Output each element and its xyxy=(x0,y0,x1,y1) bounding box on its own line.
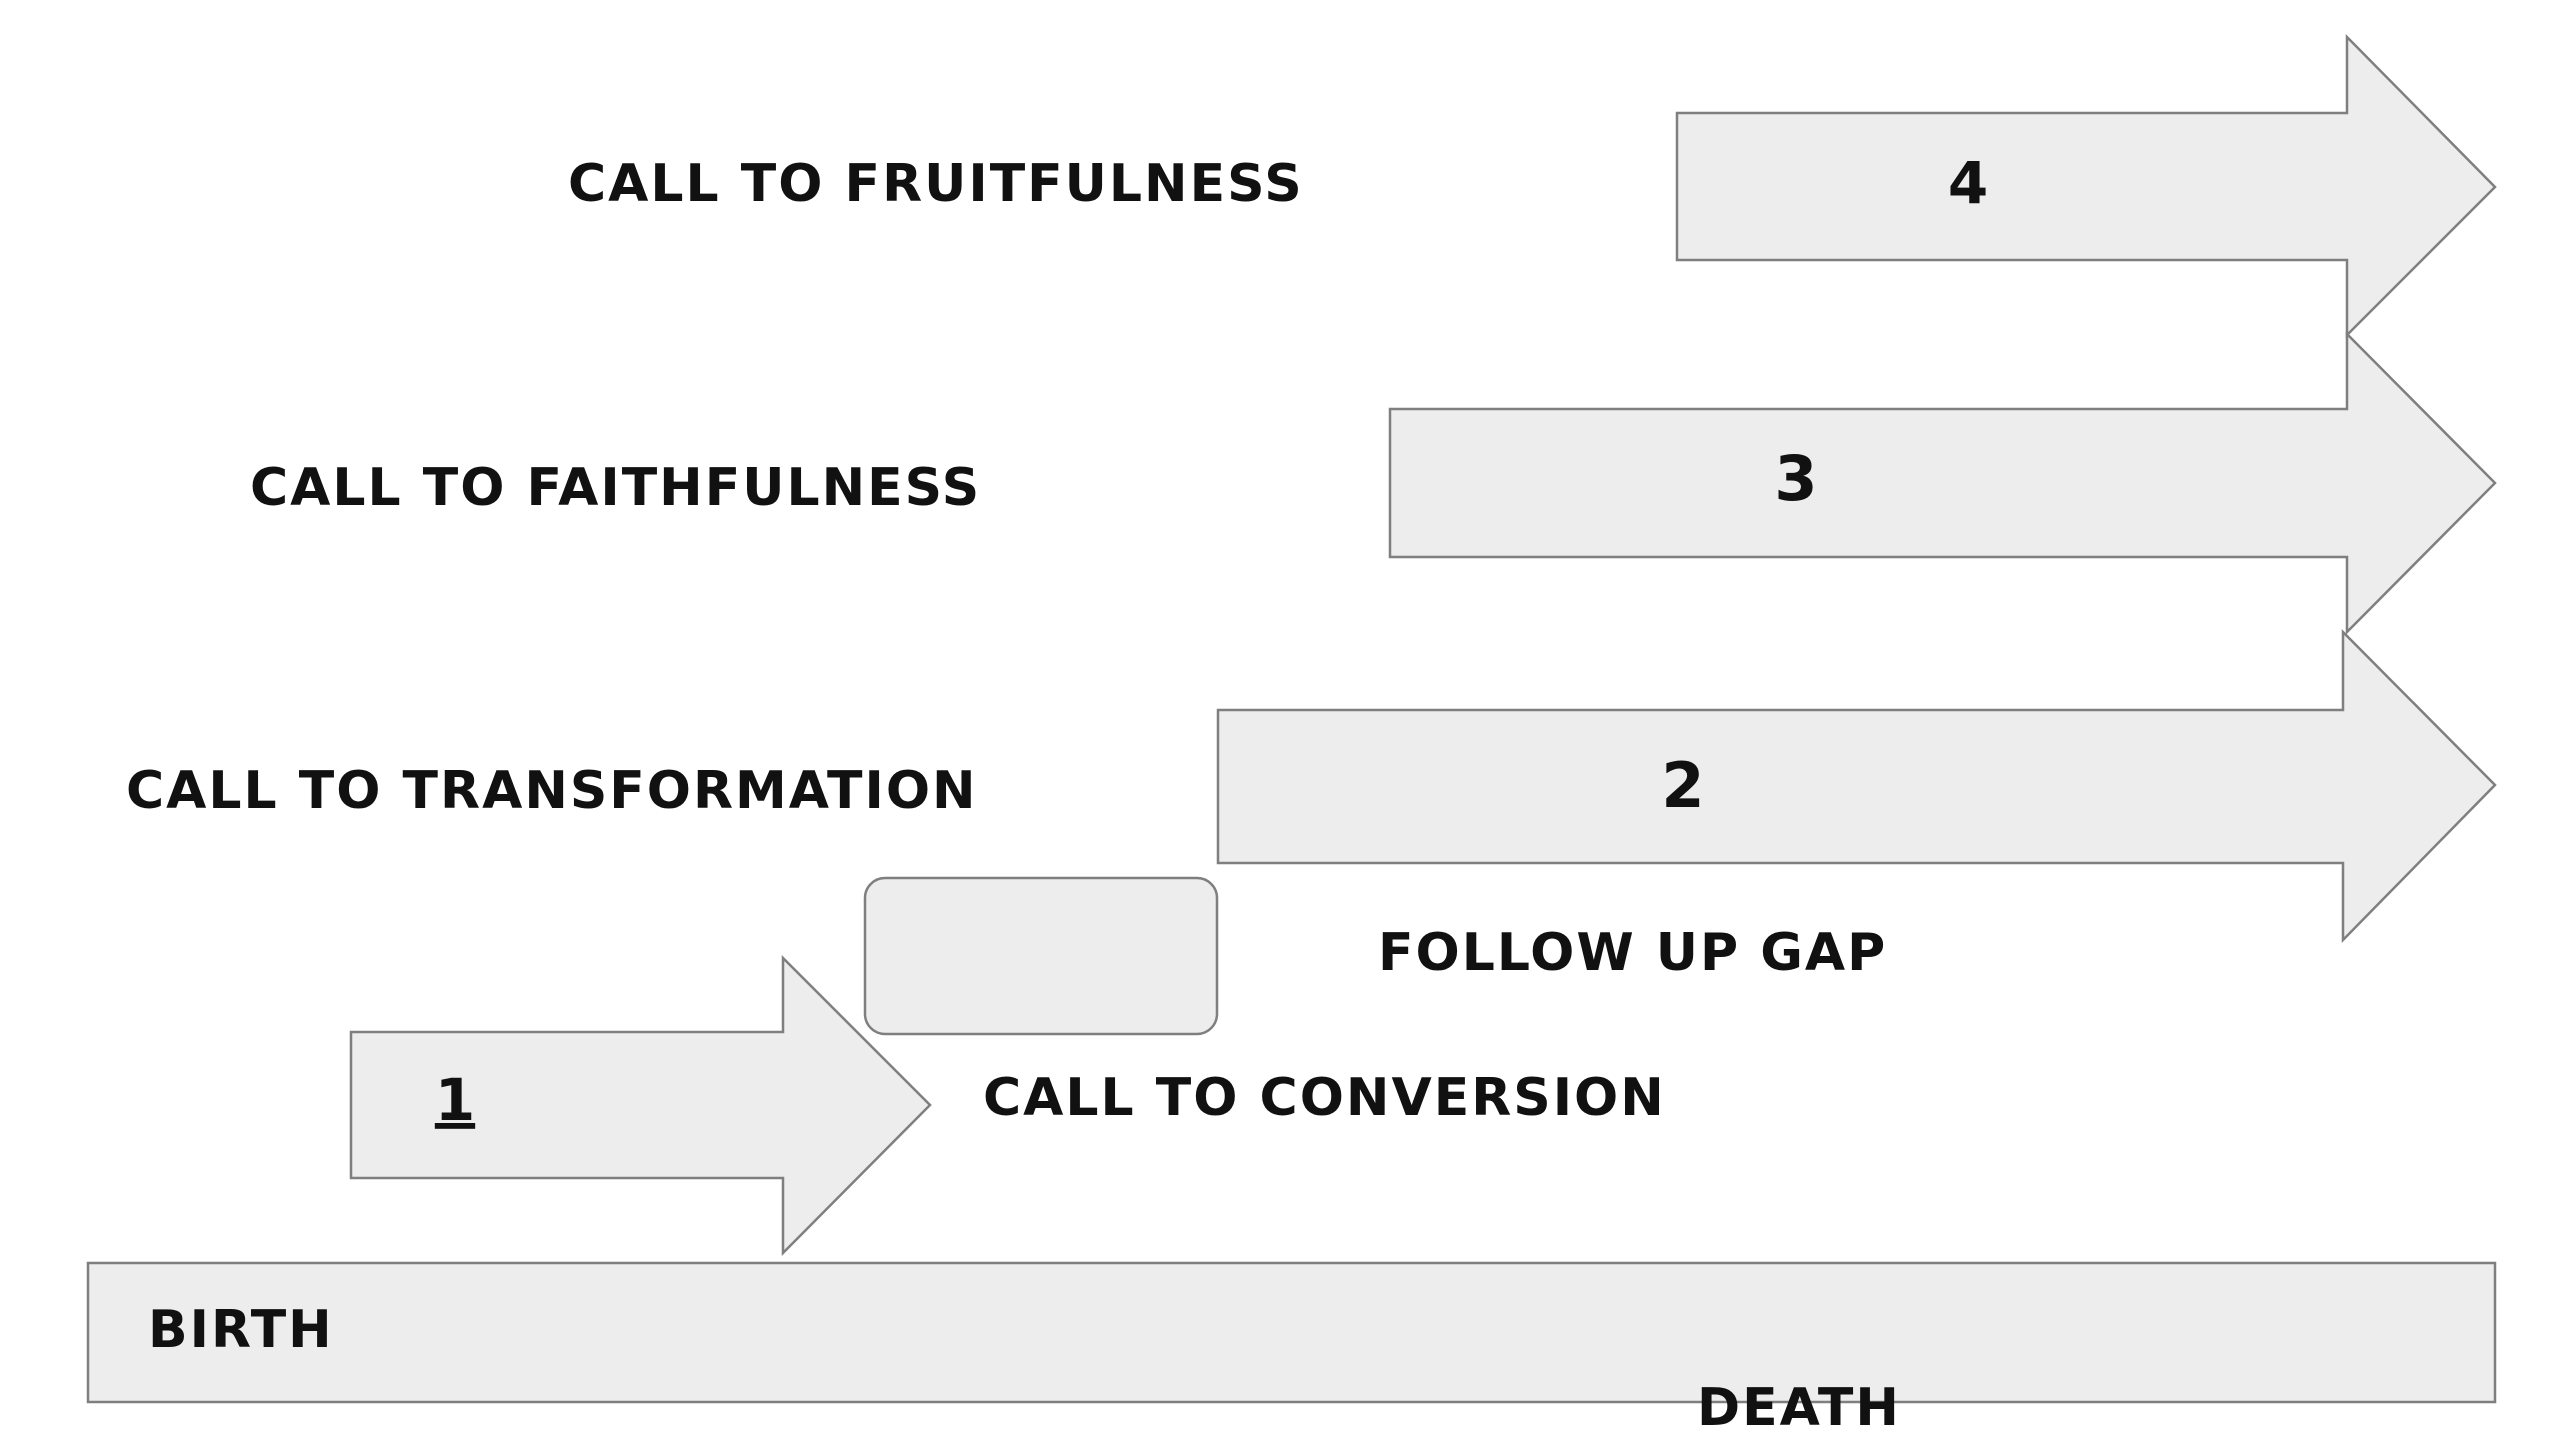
birth-label: BIRTH xyxy=(148,1300,334,1360)
step-3-arrow xyxy=(1388,330,2497,636)
call-to-transformation-label: CALL TO TRANSFORMATION xyxy=(126,761,978,821)
lifeline-bar xyxy=(86,1261,2497,1404)
call-to-fruitfulness-label: CALL TO FRUITFULNESS xyxy=(568,154,1304,214)
step-4-arrow xyxy=(1675,33,2497,339)
follow-up-gap-label: FOLLOW UP GAP xyxy=(1378,923,1887,983)
step-3-number: 3 xyxy=(1774,442,1817,515)
death-label: DEATH xyxy=(1697,1378,1901,1438)
step-1-arrow xyxy=(349,954,932,1257)
call-to-faithfulness-label: CALL TO FAITHFULNESS xyxy=(250,458,981,518)
step-4-number: 4 xyxy=(1948,149,1988,217)
step-2-arrow xyxy=(1216,628,2497,944)
step-2-number: 2 xyxy=(1661,749,1704,822)
follow-up-gap-box xyxy=(863,876,1219,1036)
call-to-conversion-label: CALL TO CONVERSION xyxy=(983,1068,1666,1128)
step-1-number: 1 xyxy=(435,1066,475,1134)
